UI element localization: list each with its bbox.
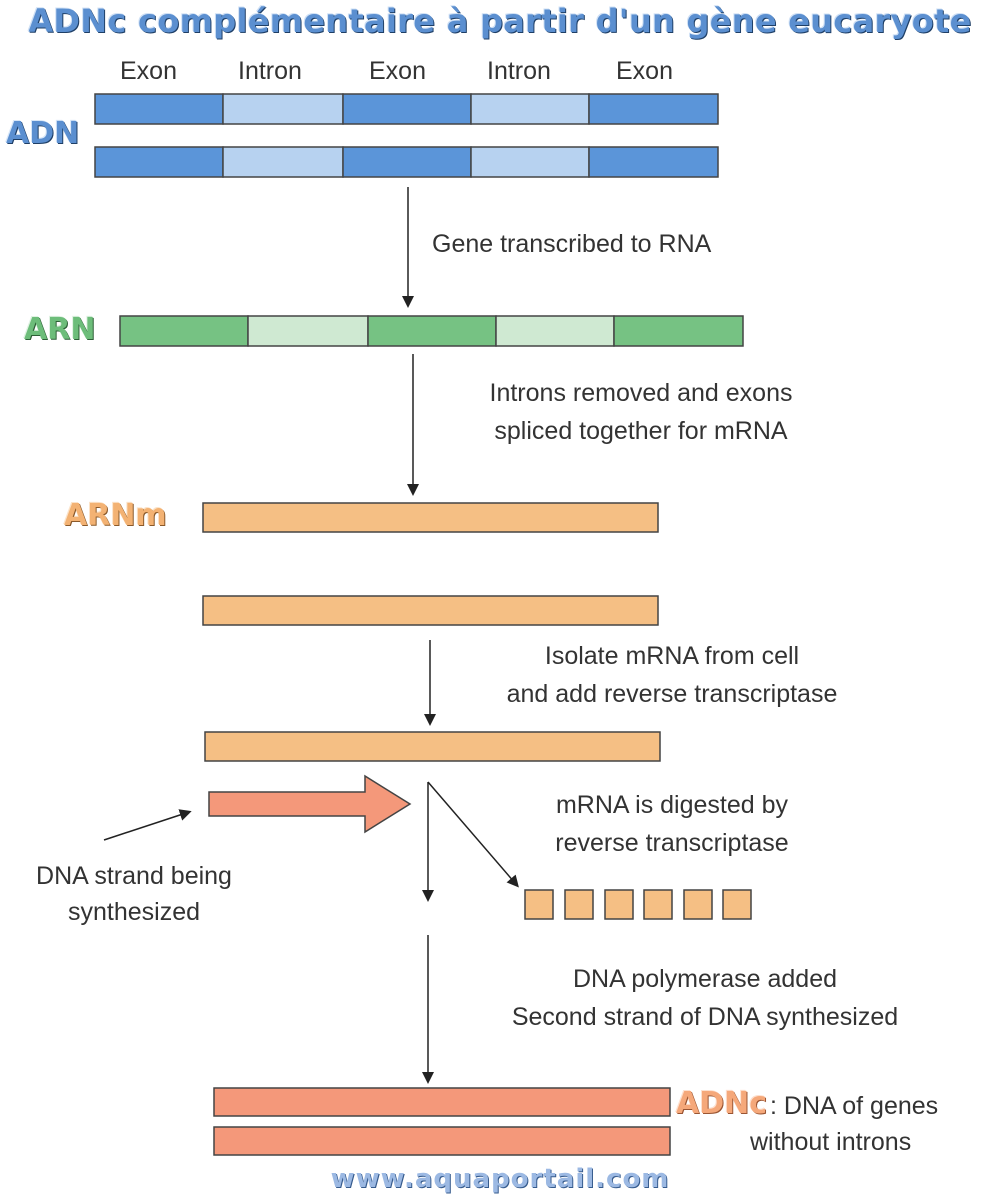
cdna-strand-bottom: [213, 1126, 671, 1156]
step-second-strand-line-2: Second strand of DNA synthesized: [511, 1003, 899, 1031]
segment-label-intron-2: Intron: [487, 57, 551, 85]
dna-exon-block: [342, 146, 472, 178]
dna-intron-block: [470, 146, 590, 178]
segment-label-exon-1: Exon: [120, 57, 177, 85]
rna-label: ARN: [24, 312, 96, 347]
dna-intron-block: [470, 93, 590, 125]
mrna-fragment: [683, 889, 713, 920]
mrna-fragment: [643, 889, 673, 920]
mrna-fragment: [604, 889, 634, 920]
step-isolation-line-2: and add reverse transcriptase: [506, 680, 838, 708]
segment-label-exon-2: Exon: [369, 57, 426, 85]
dna-strand-bottom: [94, 146, 719, 178]
arrow-digestion: [427, 781, 519, 888]
step-second-strand-line-1: DNA polymerase added: [572, 965, 838, 993]
dna-intron-block: [222, 93, 344, 125]
rna-exon-block: [613, 315, 744, 347]
mrna-bar: [202, 502, 659, 533]
cdna-note-line-2: without introns: [750, 1128, 912, 1156]
dna-exon-block: [94, 93, 224, 125]
rna-exon-block: [367, 315, 497, 347]
dna-exon-block: [94, 146, 224, 178]
step-transcription: Gene transcribed to RNA: [432, 230, 712, 258]
rna-exon-block: [119, 315, 249, 347]
mrna-fragment: [524, 889, 554, 920]
dna-strand-top: [94, 93, 719, 125]
step-isolation: Isolate mRNA from cell and add reverse t…: [462, 637, 882, 713]
rna-strand: [119, 315, 744, 347]
step-splicing: Introns removed and exons spliced togeth…: [441, 374, 841, 450]
segment-label-intron-1: Intron: [238, 57, 302, 85]
dna-label: ADN: [6, 116, 80, 151]
step-second-strand: DNA polymerase added Second strand of DN…: [455, 960, 955, 1036]
step-digestion: mRNA is digested by reverse transcriptas…: [512, 786, 832, 862]
cdna-note-line-1: : DNA of genes: [770, 1092, 939, 1120]
dna-exon-block: [342, 93, 472, 125]
step-isolation-line-1: Isolate mRNA from cell: [544, 642, 800, 670]
mrna-fragment: [564, 889, 594, 920]
rna-intron-block: [247, 315, 369, 347]
mrna-label: ARNm: [64, 498, 167, 533]
step-digestion-line-1: mRNA is digested by: [555, 791, 789, 819]
mrna-isolated-bar: [202, 595, 659, 626]
strand-pointer-arrow: [103, 809, 192, 841]
step-splicing-line-1: Introns removed and exons: [489, 379, 793, 407]
segment-label-exon-3: Exon: [616, 57, 673, 85]
synthesized-strand-arrow: [208, 774, 412, 834]
strand-note-line-2: synthesized: [67, 898, 201, 926]
diagram-title: ADNc complémentaire à partir d'un gène e…: [28, 2, 972, 40]
mrna-fragments: [524, 889, 752, 920]
step-digestion-line-2: reverse transcriptase: [555, 829, 789, 857]
mrna-fragment: [722, 889, 752, 920]
step-splicing-line-2: spliced together for mRNA: [494, 417, 788, 445]
mrna-template-bar: [204, 731, 661, 762]
strand-note-line-1: DNA strand being: [36, 862, 232, 890]
cdna-label: ADNc: [676, 1086, 768, 1121]
strand-note: DNA strand being synthesized: [16, 858, 252, 930]
dna-exon-block: [588, 146, 719, 178]
dna-exon-block: [588, 93, 719, 125]
dna-intron-block: [222, 146, 344, 178]
cdna-strand-top: [213, 1087, 671, 1117]
watermark: www.aquaportail.com: [330, 1164, 670, 1194]
rna-intron-block: [495, 315, 615, 347]
